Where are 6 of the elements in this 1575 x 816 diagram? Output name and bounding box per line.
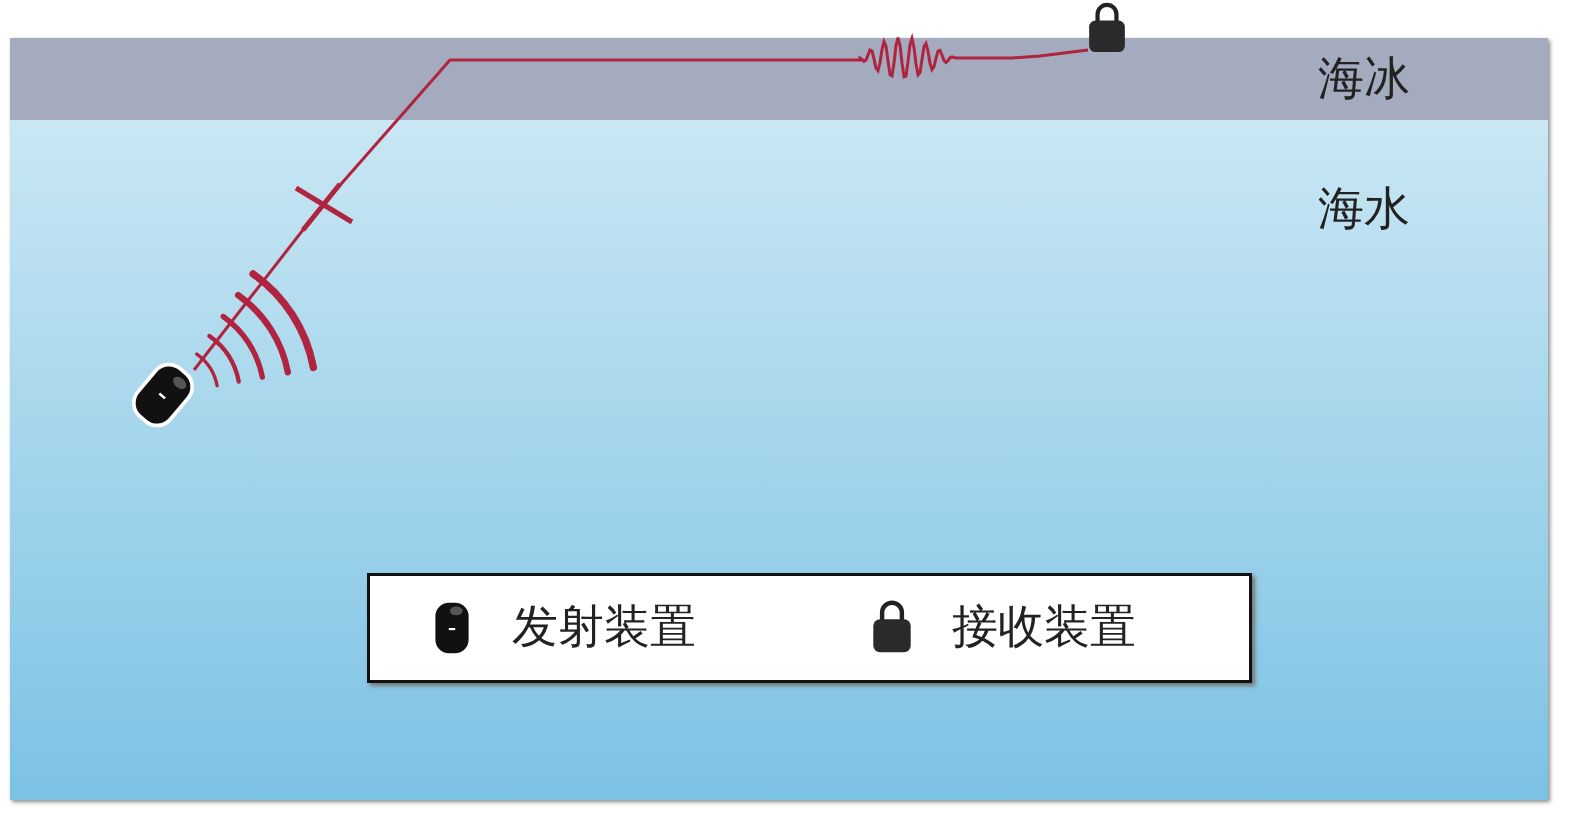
legend-label: 接收装置 [952, 598, 1136, 655]
legend-label: 发射装置 [512, 598, 696, 655]
transmitter-icon [132, 360, 194, 430]
layer-label: 海水 [1318, 180, 1410, 237]
layer-label: 海冰 [1318, 50, 1410, 107]
signal-path [192, 32, 1089, 371]
